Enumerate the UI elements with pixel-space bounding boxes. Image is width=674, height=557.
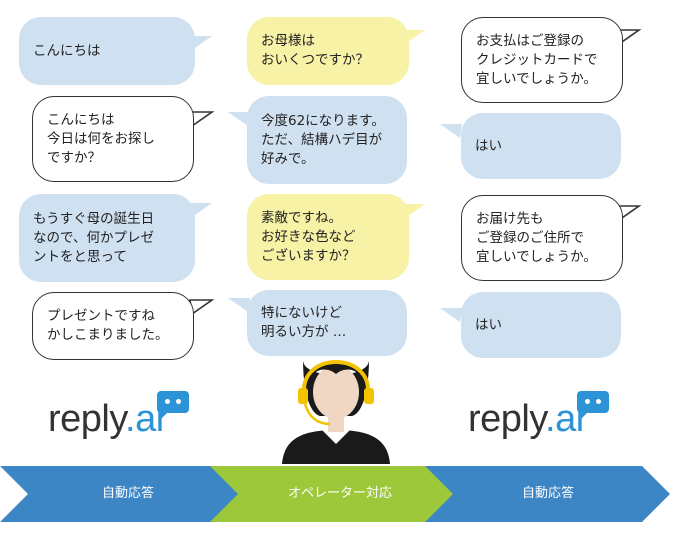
chat-bubble-customer: こんにちは 今日は何をお探し ですか？ — [32, 96, 194, 182]
chat-bubble-bot: お届け先も ご登録のご住所で 宜しいでしょうか。 — [461, 195, 623, 281]
logo-text-dot: . — [545, 398, 556, 440]
flow-label-auto-left: 自動応答 — [101, 486, 154, 501]
logo-text-dot: . — [125, 398, 136, 440]
bubble-tail — [228, 298, 250, 312]
flow-arrow-middle — [210, 466, 470, 522]
chat-bubble-operator: 素敵ですね。 お好きな色など ございますか？ — [247, 194, 409, 280]
chat-bubble-bot-greeting: こんにちは — [19, 17, 195, 85]
flow-arrow-right — [425, 466, 670, 522]
bubble-tail — [440, 308, 462, 322]
chat-bubble-operator: お母様は おいくつですか？ — [247, 17, 409, 85]
chat-bubble-icon — [157, 391, 189, 419]
bubble-tail — [440, 124, 462, 138]
flow-label-auto-right: 自動応答 — [521, 486, 574, 501]
chat-bubble-customer: 特にないけど 明るい方が … — [247, 290, 407, 356]
logo-text-prefix: reply — [468, 398, 546, 440]
bubble-tail — [190, 36, 212, 50]
flow-arrow-left — [0, 466, 268, 522]
reply-ai-logo-right: reply.ai — [468, 398, 584, 441]
bubble-tail — [190, 203, 212, 217]
reply-ai-logo-left: reply.ai — [48, 398, 164, 441]
chat-bubble-customer: はい — [461, 113, 621, 179]
operator-headset-icon — [282, 360, 390, 464]
chat-bubble-bot: お支払はご登録の クレジットカードで 宜しいでしょうか。 — [461, 17, 623, 103]
logo-text-prefix: reply — [48, 398, 126, 440]
chat-bubble-customer: プレゼントですね かしこまりました。 — [32, 292, 194, 360]
flow-label-operator: オペレーター対応 — [287, 486, 392, 501]
chat-bubble-customer: 今度62になります。 ただ、結構ハデ目が 好みで。 — [247, 96, 407, 184]
bubble-tail — [228, 112, 250, 126]
chat-bubble-icon — [577, 391, 609, 419]
chat-bubble-customer: はい — [461, 292, 621, 358]
chat-bubble-bot: もうすぐ母の誕生日 なので、何かプレゼ ントをと思って — [19, 194, 195, 282]
